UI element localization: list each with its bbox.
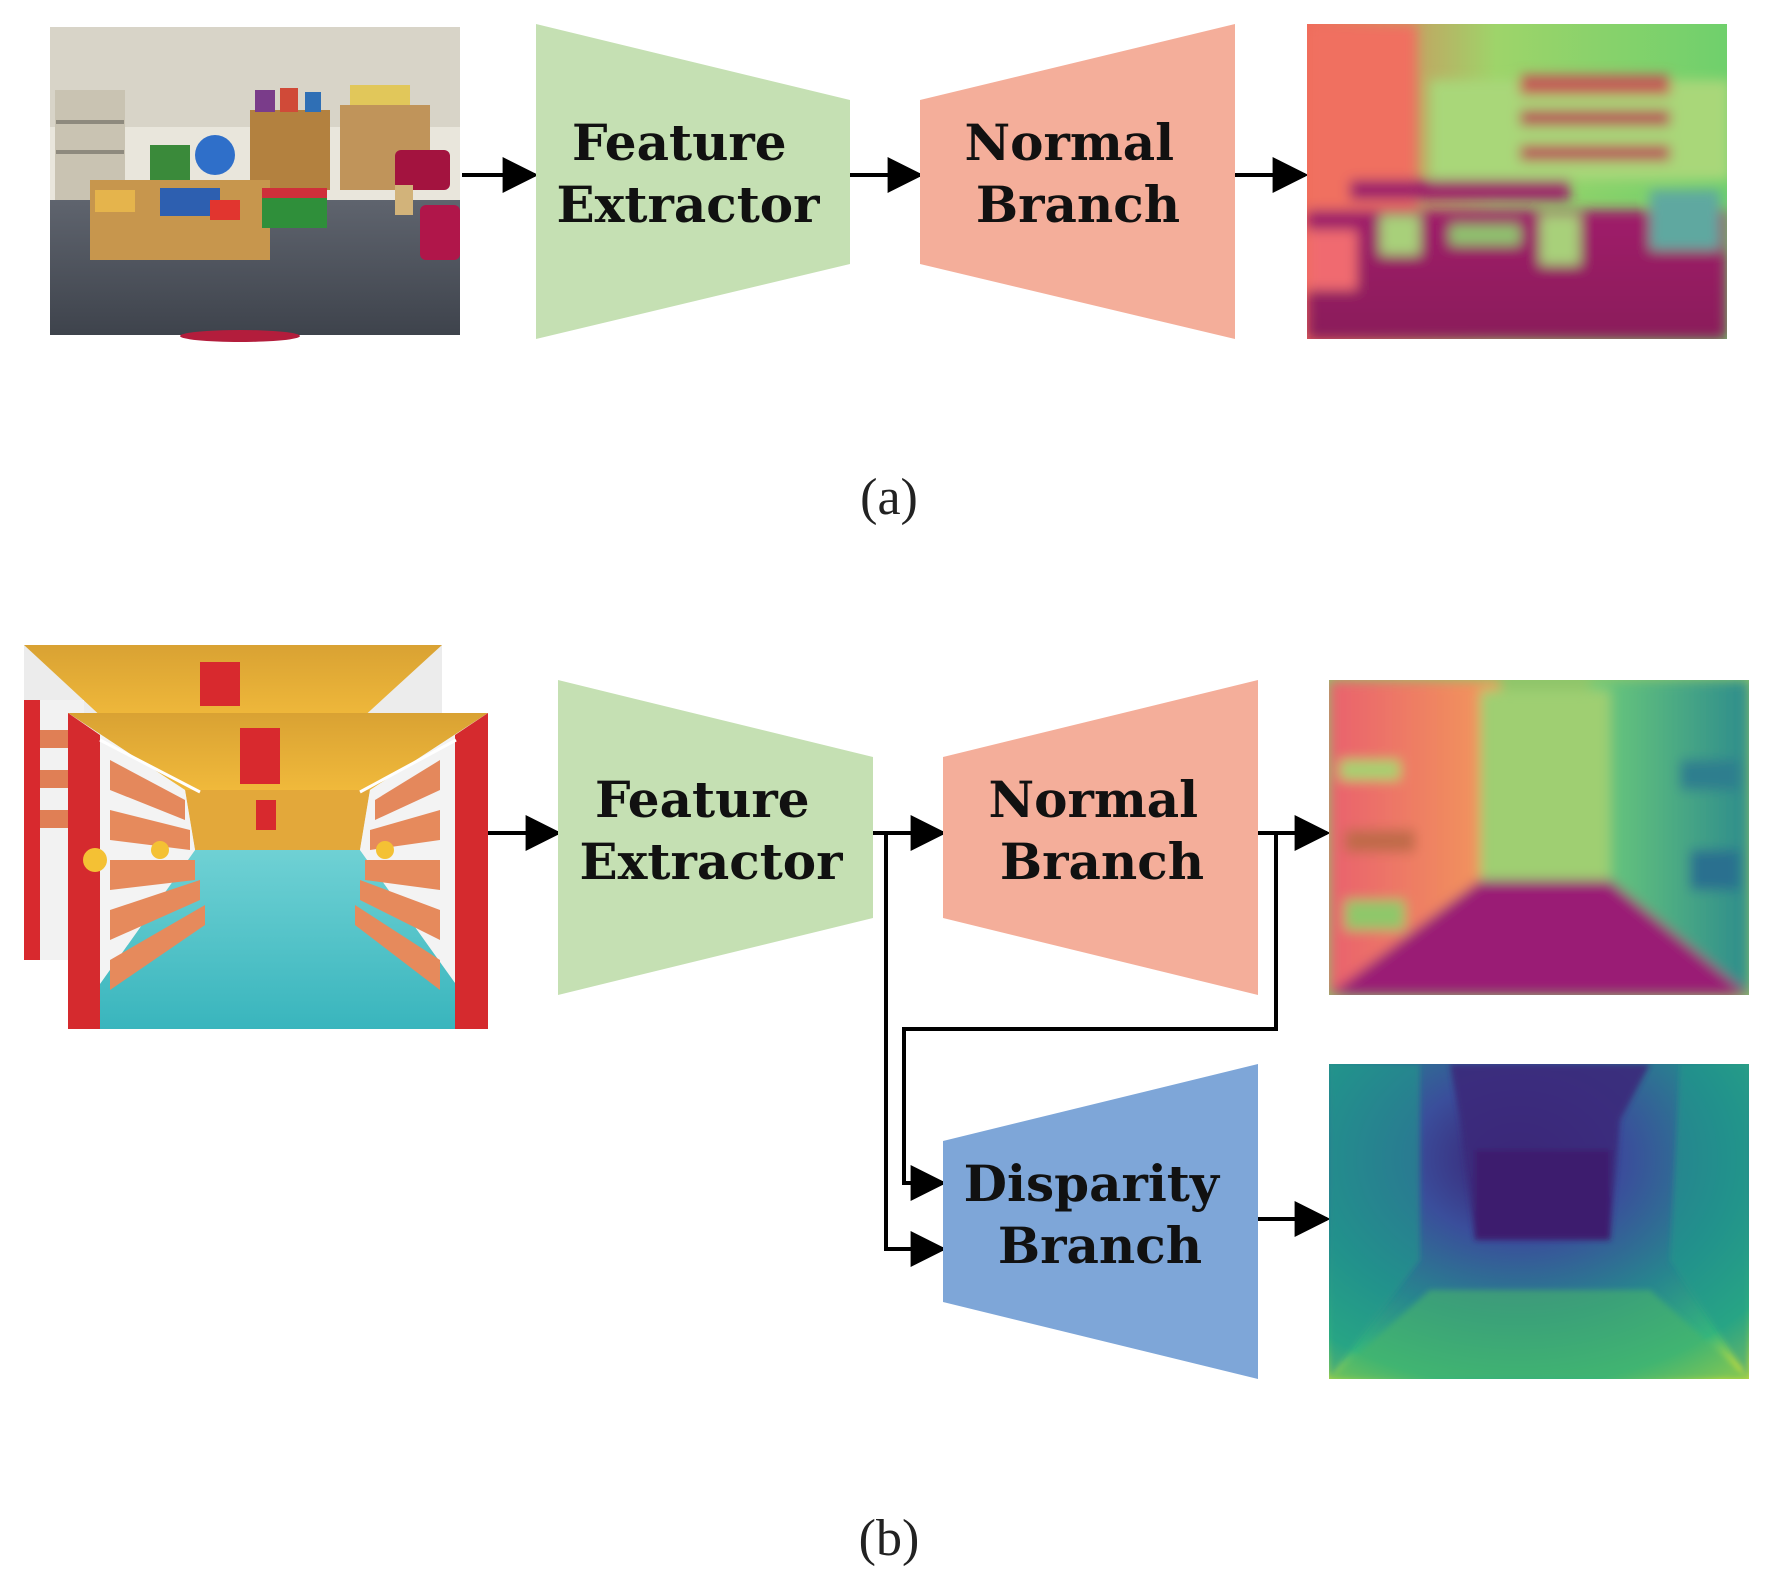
normal-branch-block-b: [943, 680, 1258, 995]
panel-b: Feature Extractor Normal Branch Disparit…: [24, 645, 1749, 1567]
disparity-map-output-b: [1329, 1064, 1749, 1379]
feature-extractor-block-b: [558, 680, 873, 995]
store-aisle-input-images: [24, 645, 488, 1029]
disparity-branch-label-b: Disparity Branch: [964, 1154, 1237, 1275]
store-aisle-image-front: [68, 713, 488, 1029]
normal-map-output-a: [1307, 24, 1727, 339]
normal-branch-label-a: Normal Branch: [964, 113, 1191, 234]
panel-a: Feature Extractor Normal Branch: [50, 24, 1727, 526]
extractor-connectors-b: [873, 815, 947, 1267]
arrow-normal-to-disparity-b: [902, 833, 1278, 1201]
normal-branch-block-a: [920, 24, 1235, 339]
caption-b: (b): [859, 1510, 920, 1567]
normal-map-output-b: [1329, 680, 1749, 995]
normal-connectors-b: [902, 815, 1331, 1201]
disparity-branch-block-b: [943, 1064, 1258, 1379]
arrow-extractor-to-disparity-b: [884, 833, 947, 1267]
caption-a: (a): [860, 469, 918, 526]
classroom-input-image: [50, 27, 460, 342]
feature-extractor-label-b: Feature Extractor: [580, 770, 844, 891]
normal-branch-label-b: Normal Branch: [988, 770, 1215, 891]
feature-extractor-label-a: Feature Extractor: [557, 113, 821, 234]
feature-extractor-block-a: [536, 24, 850, 339]
